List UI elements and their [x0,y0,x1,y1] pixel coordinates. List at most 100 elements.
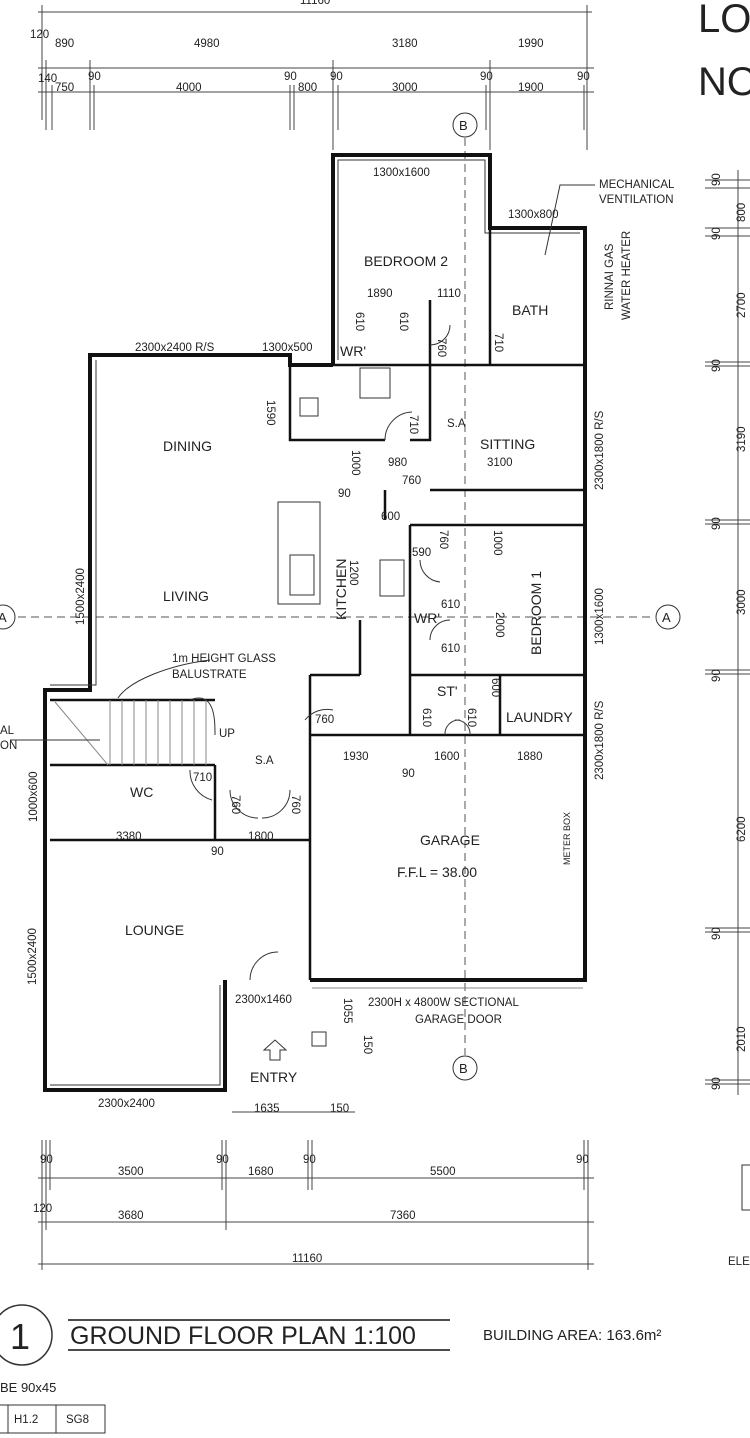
svg-text:1800: 1800 [248,831,274,843]
elevation-box [741,1164,750,1211]
dim-top-row1: 120 890 4980 3180 1990 [30,29,544,50]
partial-title-2: NO [698,60,750,104]
svg-text:1055: 1055 [341,998,353,1024]
svg-text:800: 800 [736,203,748,222]
svg-text:2300x2400 R/S: 2300x2400 R/S [135,342,215,354]
table-cell: SG8 [66,1414,89,1426]
room-bedroom-2: BEDROOM 2 [364,253,448,269]
svg-text:90: 90 [330,71,343,83]
svg-text:610: 610 [420,708,432,727]
svg-text:760: 760 [435,338,447,357]
svg-text:2300x2400: 2300x2400 [98,1098,155,1110]
room-wc: WC [130,784,153,800]
svg-text:RINNAI GAS: RINNAI GAS [604,243,616,310]
dim-top-overall: 11160 [300,0,330,7]
svg-text:3180: 3180 [392,38,418,50]
svg-text:610: 610 [441,599,460,611]
svg-text:7360: 7360 [390,1210,416,1222]
building-area: BUILDING AREA: 163.6m² [483,1327,661,1344]
svg-text:WATER HEATER: WATER HEATER [621,231,633,320]
svg-text:760: 760 [402,475,421,487]
svg-text:610: 610 [441,643,460,655]
svg-text:B: B [459,1061,468,1076]
svg-text:1635: 1635 [254,1103,280,1115]
dim-bottom-row2: 120 3680 7360 [33,1203,416,1222]
svg-text:2000: 2000 [493,612,505,638]
svg-text:760: 760 [289,795,301,814]
svg-text:90: 90 [303,1154,316,1166]
note: BE 90x45 [0,1380,56,1395]
internal-walls [50,228,585,1047]
svg-text:1930: 1930 [343,751,369,763]
svg-text:1110: 1110 [437,288,461,300]
svg-text:1300x1600: 1300x1600 [373,167,430,179]
svg-text:90: 90 [211,846,224,858]
svg-text:BALUSTRATE: BALUSTRATE [172,669,247,681]
svg-text:1000: 1000 [349,450,361,476]
svg-text:610: 610 [353,312,365,331]
svg-text:S.A: S.A [255,755,274,767]
svg-text:2300H x 4800W SECTIONAL: 2300H x 4800W SECTIONAL [368,997,519,1009]
svg-text:2300x1800 R/S: 2300x1800 R/S [594,700,606,780]
svg-text:1680: 1680 [248,1166,274,1178]
svg-text:1200: 1200 [347,560,359,586]
svg-text:F.F.L = 38.00: F.F.L = 38.00 [397,864,477,880]
svg-text:90: 90 [40,1154,53,1166]
svg-text:600: 600 [489,678,501,697]
svg-text:1990: 1990 [518,38,544,50]
room-laundry: LAUNDRY [506,709,573,725]
svg-text:800: 800 [298,82,317,94]
annotations: 1300x1600 MECHANICAL VENTILATION 1300x80… [0,167,675,1115]
svg-text:ON: ON [0,740,17,752]
svg-text:METER BOX: METER BOX [562,812,572,865]
plan-title-block: 1 GROUND FLOOR PLAN 1:100 BUILDING AREA:… [0,1304,661,1434]
svg-text:1000: 1000 [491,530,503,556]
svg-text:1890: 1890 [367,288,393,300]
plan-number: 1 [10,1316,30,1357]
section-marker-a-left: A [0,604,16,630]
svg-text:90: 90 [711,1077,723,1090]
room-sitting: SITTING [480,436,535,452]
table-cell: H1.2 [14,1414,38,1426]
svg-text:610: 610 [465,708,477,727]
svg-text:90: 90 [338,488,351,500]
svg-text:3100: 3100 [487,457,513,469]
right-dimension-line: 90 800 90 2700 90 3190 90 3000 90 6200 9… [705,170,750,1095]
svg-text:1600: 1600 [434,751,460,763]
svg-text:2300x1460: 2300x1460 [235,994,292,1006]
partial-title-1: LO [698,0,750,41]
door-swings [189,324,471,981]
svg-text:1880: 1880 [517,751,543,763]
svg-text:AL: AL [0,725,15,737]
room-garage: GARAGE [420,832,480,848]
svg-text:1300x1600: 1300x1600 [594,588,606,645]
svg-text:90: 90 [88,71,101,83]
svg-text:90: 90 [711,173,723,186]
svg-text:90: 90 [711,669,723,682]
svg-text:140: 140 [38,73,57,85]
svg-text:2700: 2700 [736,292,748,318]
svg-text:90: 90 [480,71,493,83]
svg-text:VENTILATION: VENTILATION [599,194,674,206]
svg-text:150: 150 [330,1103,349,1115]
svg-text:590: 590 [412,547,431,559]
svg-text:3000: 3000 [736,589,748,615]
svg-text:90: 90 [711,517,723,530]
svg-text:1590: 1590 [264,400,276,426]
svg-text:B: B [459,118,468,133]
svg-text:980: 980 [388,457,407,469]
svg-text:5500: 5500 [430,1166,456,1178]
dim-top-row2: 140 750 90 4000 90 800 90 3000 90 1900 9… [38,71,590,94]
svg-text:760: 760 [437,530,449,549]
svg-text:3000: 3000 [392,82,418,94]
dim-bottom-row1: 90 3500 90 1680 90 5500 90 [40,1154,589,1178]
svg-text:3680: 3680 [118,1210,144,1222]
svg-text:760: 760 [229,795,241,814]
svg-text:120: 120 [30,29,49,41]
svg-text:90: 90 [577,71,590,83]
staircase [54,697,216,766]
svg-text:GARAGE DOOR: GARAGE DOOR [415,1014,502,1026]
svg-text:90: 90 [402,768,415,780]
svg-text:760: 760 [315,714,334,726]
